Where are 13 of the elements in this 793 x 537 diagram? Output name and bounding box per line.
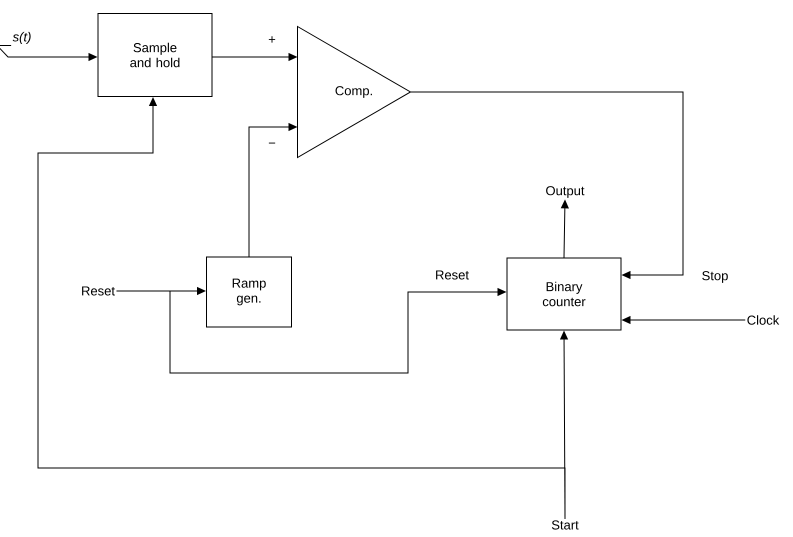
signal-label: Reset — [82, 286, 115, 296]
block-box: Ramp gen. — [206, 256, 292, 328]
edge-label: − — [267, 142, 277, 148]
connector-arrow — [410, 92, 684, 280]
edge-label: + — [267, 35, 277, 45]
edge-label: Reset — [434, 269, 470, 281]
block-box: Sample and hold — [98, 13, 212, 97]
edge-label: Stop — [700, 270, 730, 284]
block-box: Binary counter — [506, 258, 622, 330]
signal-label: Clock — [747, 315, 780, 325]
signal-label: Output — [546, 186, 584, 198]
signal-label: Start — [552, 520, 579, 530]
signal-label: s(t) — [12, 32, 31, 44]
